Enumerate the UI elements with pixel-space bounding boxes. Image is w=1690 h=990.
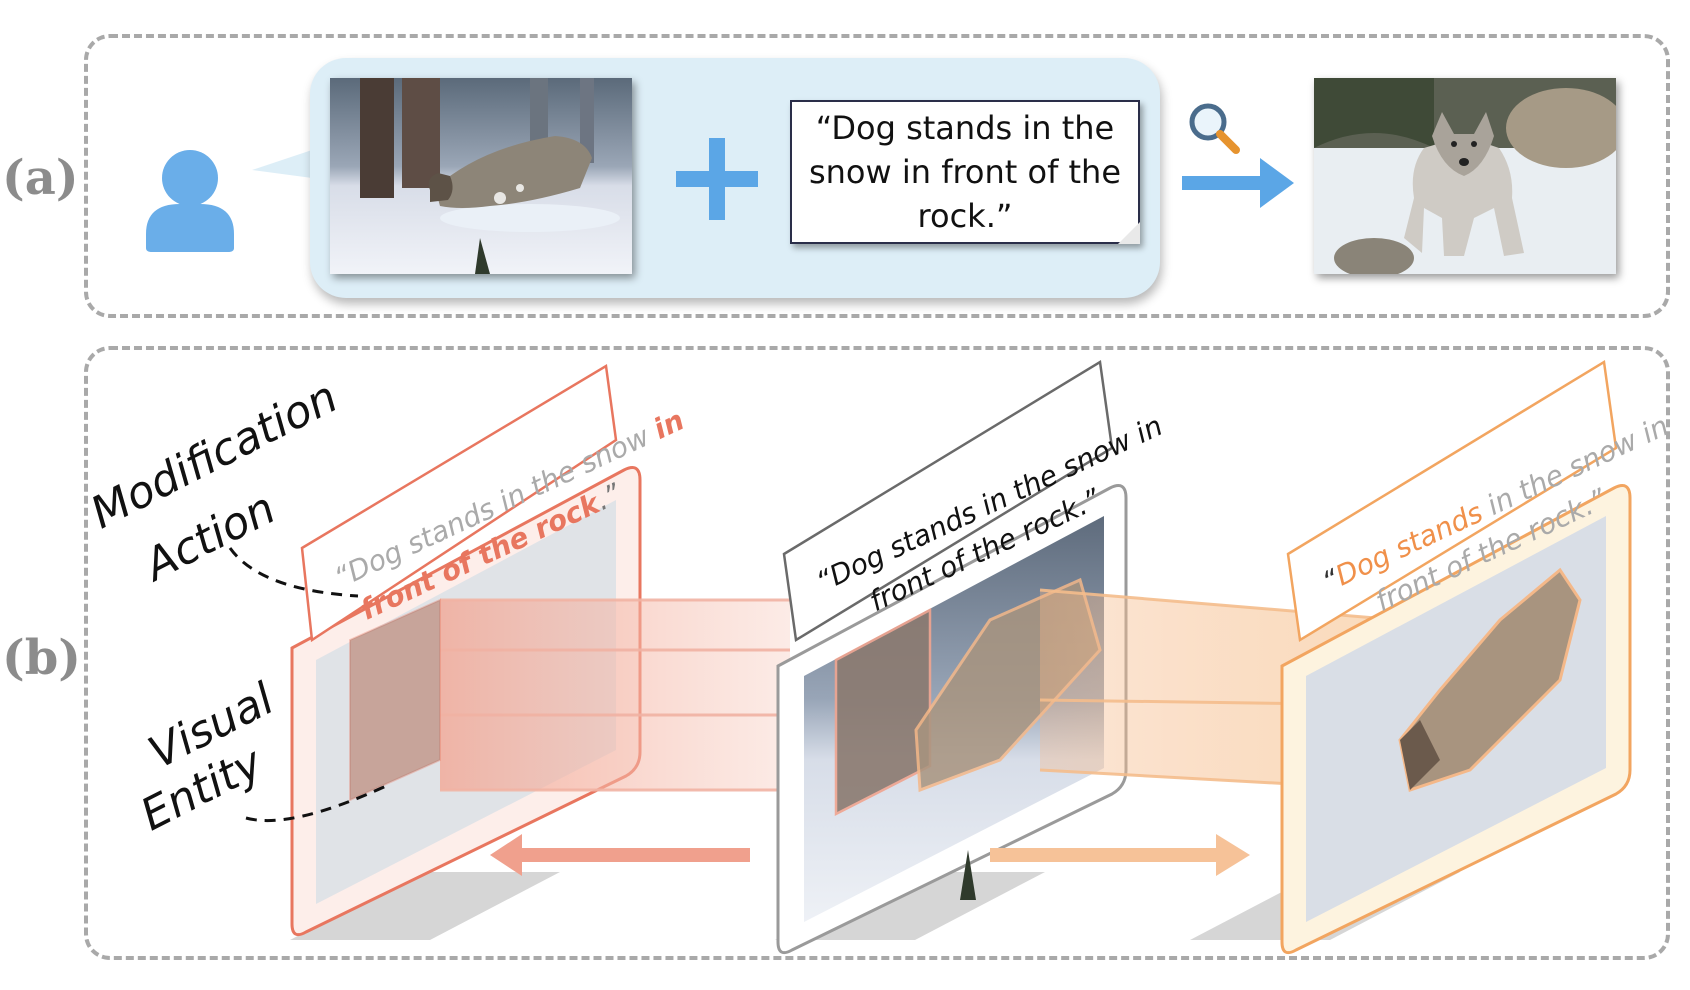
right-frame	[1280, 484, 1632, 955]
middle-text-card	[782, 359, 1114, 643]
left-text-card	[300, 363, 618, 643]
right-text-card	[1286, 359, 1618, 643]
search-arrow	[1182, 103, 1294, 208]
panel-b-frame	[84, 346, 1670, 960]
page-fold	[1118, 222, 1140, 244]
user-icon	[146, 150, 234, 252]
middle-frame	[776, 484, 1128, 955]
bubble-tail	[252, 150, 312, 178]
target-image	[1314, 78, 1616, 274]
panel-a-label: (a)	[2, 150, 79, 206]
query-text: “Dog stands in the snow in front of the …	[808, 109, 1122, 235]
arrow-left	[490, 834, 750, 876]
beam-left	[440, 600, 790, 790]
panel-a-frame	[84, 34, 1670, 318]
left-shadow	[290, 872, 560, 940]
query-image	[330, 78, 632, 274]
query-text-card: “Dog stands in the snow in front of the …	[790, 100, 1140, 244]
panel-b-label: (b)	[2, 630, 81, 686]
arrow-right	[990, 834, 1250, 876]
plus-icon	[676, 138, 758, 220]
modification-leader	[228, 547, 359, 598]
visual-leader	[245, 784, 387, 823]
